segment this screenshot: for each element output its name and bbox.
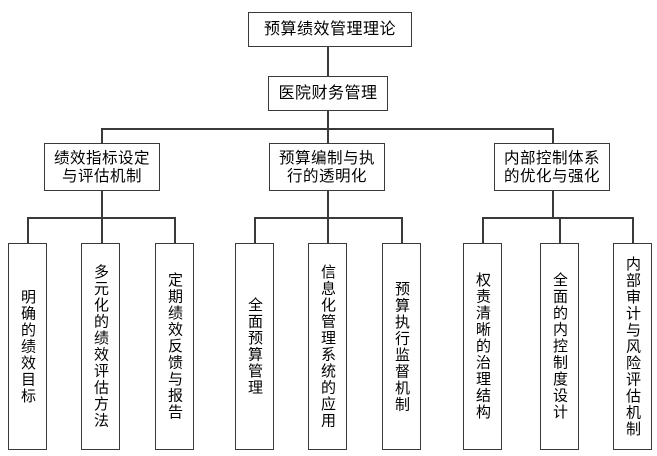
- connector-bus2-to-leaf-4: [254, 217, 256, 243]
- node-leaf-4-label: 全面预算管理: [246, 297, 264, 396]
- connector-bus-to-l3-2: [327, 128, 329, 144]
- node-l3-3-line2: 的优化与强化: [503, 167, 600, 185]
- connector-l2-stem: [327, 110, 329, 144]
- node-leaf-7-label: 权责清晰的治理结构: [474, 272, 492, 421]
- node-leaf-1-label: 明确的绩效目标: [19, 288, 37, 405]
- node-leaf-information-system[interactable]: 信息化管理系统的应用: [308, 243, 347, 450]
- connector-bus2-to-leaf-5: [327, 217, 329, 243]
- connector-bus-to-l3-1: [101, 128, 103, 144]
- node-leaf-governance-structure[interactable]: 权责清晰的治理结构: [463, 243, 502, 450]
- node-leaf-comprehensive-budget[interactable]: 全面预算管理: [235, 243, 274, 450]
- connector-group-3-bus: [482, 217, 633, 219]
- node-leaf-audit-risk-assessment[interactable]: 内部审计与风险评估机制: [613, 243, 652, 450]
- node-leaf-9-label: 内部审计与风险评估机制: [624, 255, 642, 438]
- connector-bus1-to-leaf-3: [174, 217, 176, 243]
- node-l3-1-label: 绩效指标设定 与评估机制: [54, 149, 150, 186]
- node-root-label: 预算绩效管理理论: [263, 19, 396, 39]
- connector-l3-1-stem: [101, 190, 103, 218]
- node-leaf-diversified-evaluation[interactable]: 多元化的绩效评估方法: [81, 243, 120, 450]
- node-l3-3-label: 内部控制体系 的优化与强化: [504, 149, 600, 186]
- node-leaf-5-label: 信息化管理系统的应用: [319, 264, 337, 429]
- node-l3-2-line2: 行的透明化: [286, 167, 367, 185]
- node-level2[interactable]: 医院财务管理: [268, 76, 388, 111]
- connector-bus1-to-leaf-1: [27, 217, 29, 243]
- connector-bus3-to-leaf-8: [559, 217, 561, 243]
- connector-bus1-to-leaf-2: [101, 217, 103, 243]
- connector-bus2-to-leaf-6: [401, 217, 403, 243]
- node-leaf-6-label: 预算执行监督机制: [393, 280, 411, 413]
- node-leaf-control-system-design[interactable]: 全面的内控制度设计: [540, 243, 579, 450]
- node-l3-2-label: 预算编制与执 行的透明化: [279, 149, 375, 186]
- node-l3-3-line1: 内部控制体系: [503, 148, 600, 167]
- node-l3-2-line1: 预算编制与执: [278, 148, 375, 167]
- node-l3-1-line1: 绩效指标设定: [53, 148, 150, 167]
- node-l3-1-line2: 与评估机制: [61, 167, 142, 185]
- node-leaf-3-label: 定期绩效反馈与报告: [166, 272, 184, 421]
- node-l3-internal-control[interactable]: 内部控制体系 的优化与强化: [494, 143, 610, 191]
- node-leaf-periodic-feedback[interactable]: 定期绩效反馈与报告: [155, 243, 194, 450]
- node-leaf-execution-supervision[interactable]: 预算执行监督机制: [382, 243, 421, 450]
- node-leaf-2-label: 多元化的绩效评估方法: [92, 264, 110, 429]
- node-level2-label: 医院财务管理: [278, 83, 378, 103]
- node-l3-performance-metrics[interactable]: 绩效指标设定 与评估机制: [44, 143, 160, 191]
- connector-bus3-to-leaf-7: [482, 217, 484, 243]
- node-root[interactable]: 预算绩效管理理论: [248, 12, 412, 47]
- node-leaf-8-label: 全面的内控制度设计: [551, 272, 569, 421]
- node-l3-budget-transparency[interactable]: 预算编制与执 行的透明化: [269, 143, 385, 191]
- connector-bus3-to-leaf-9: [632, 217, 634, 243]
- connector-l3-3-stem: [552, 190, 554, 218]
- connector-l3-2-stem: [327, 190, 329, 218]
- connector-root-to-l2: [327, 46, 329, 76]
- node-leaf-clear-goals[interactable]: 明确的绩效目标: [8, 243, 47, 450]
- connector-bus-to-l3-3: [552, 128, 554, 144]
